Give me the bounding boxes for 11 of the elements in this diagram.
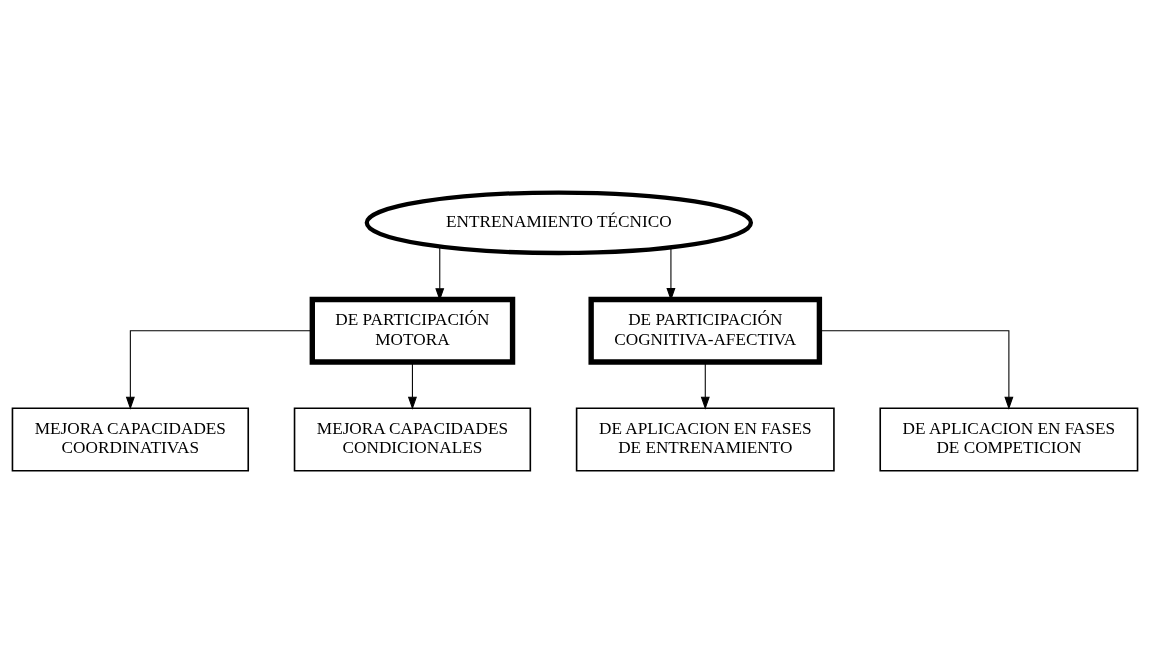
node-ellipse: ENTRENAMIENTO TÉCNICO — [364, 189, 754, 255]
arrow — [700, 361, 710, 410]
node-box: DE PARTICIPACIÓN COGNITIVA-AFECTIVA — [588, 296, 823, 365]
node-box: DE APLICACION EN FASES DE COMPETICION — [879, 406, 1139, 471]
node-box: MEJORA CAPACIDADES COORDINATIVAS — [11, 406, 250, 471]
arrow — [125, 329, 313, 410]
node-box: DE PARTICIPACIÓN MOTORA — [309, 296, 516, 365]
arrow — [407, 361, 417, 410]
node-box: MEJORA CAPACIDADES CONDICIONALES — [293, 406, 532, 471]
node-box: DE APLICACION EN FASES DE ENTRENAMIENTO — [575, 406, 835, 471]
arrow — [819, 329, 1014, 410]
